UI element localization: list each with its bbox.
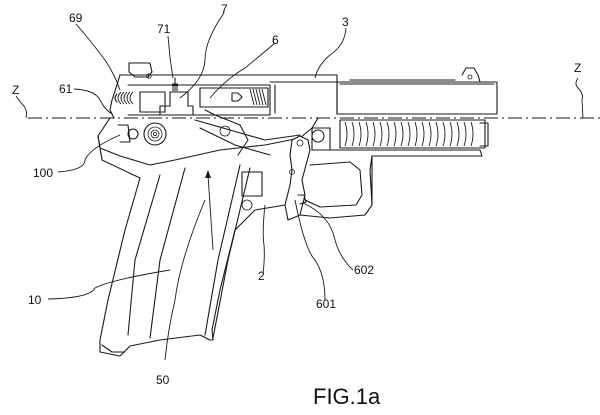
z-axis xyxy=(15,77,600,119)
label-100: 100 xyxy=(33,166,53,180)
axis-label-right: Z xyxy=(574,61,581,75)
label-602: 602 xyxy=(354,263,374,277)
labels: 69 71 7 6 3 61 100 10 50 2 601 602 Z Z F… xyxy=(12,2,581,409)
arrows xyxy=(205,170,214,251)
slide xyxy=(109,62,498,119)
label-71: 71 xyxy=(157,22,171,36)
label-2: 2 xyxy=(258,269,265,283)
axis-label-left: Z xyxy=(12,83,19,97)
label-3: 3 xyxy=(342,15,349,29)
label-601: 601 xyxy=(316,297,336,311)
label-50: 50 xyxy=(156,373,170,387)
label-69: 69 xyxy=(69,11,83,25)
trigger xyxy=(284,127,331,221)
frame xyxy=(97,109,483,357)
leader-lines xyxy=(47,12,354,361)
label-61: 61 xyxy=(59,82,73,96)
hammer-assembly xyxy=(117,122,167,146)
label-7: 7 xyxy=(221,2,228,16)
figure-caption: FIG.1a xyxy=(313,384,381,409)
label-10: 10 xyxy=(28,293,42,307)
recoil-spring xyxy=(339,119,489,149)
label-6: 6 xyxy=(272,33,279,47)
